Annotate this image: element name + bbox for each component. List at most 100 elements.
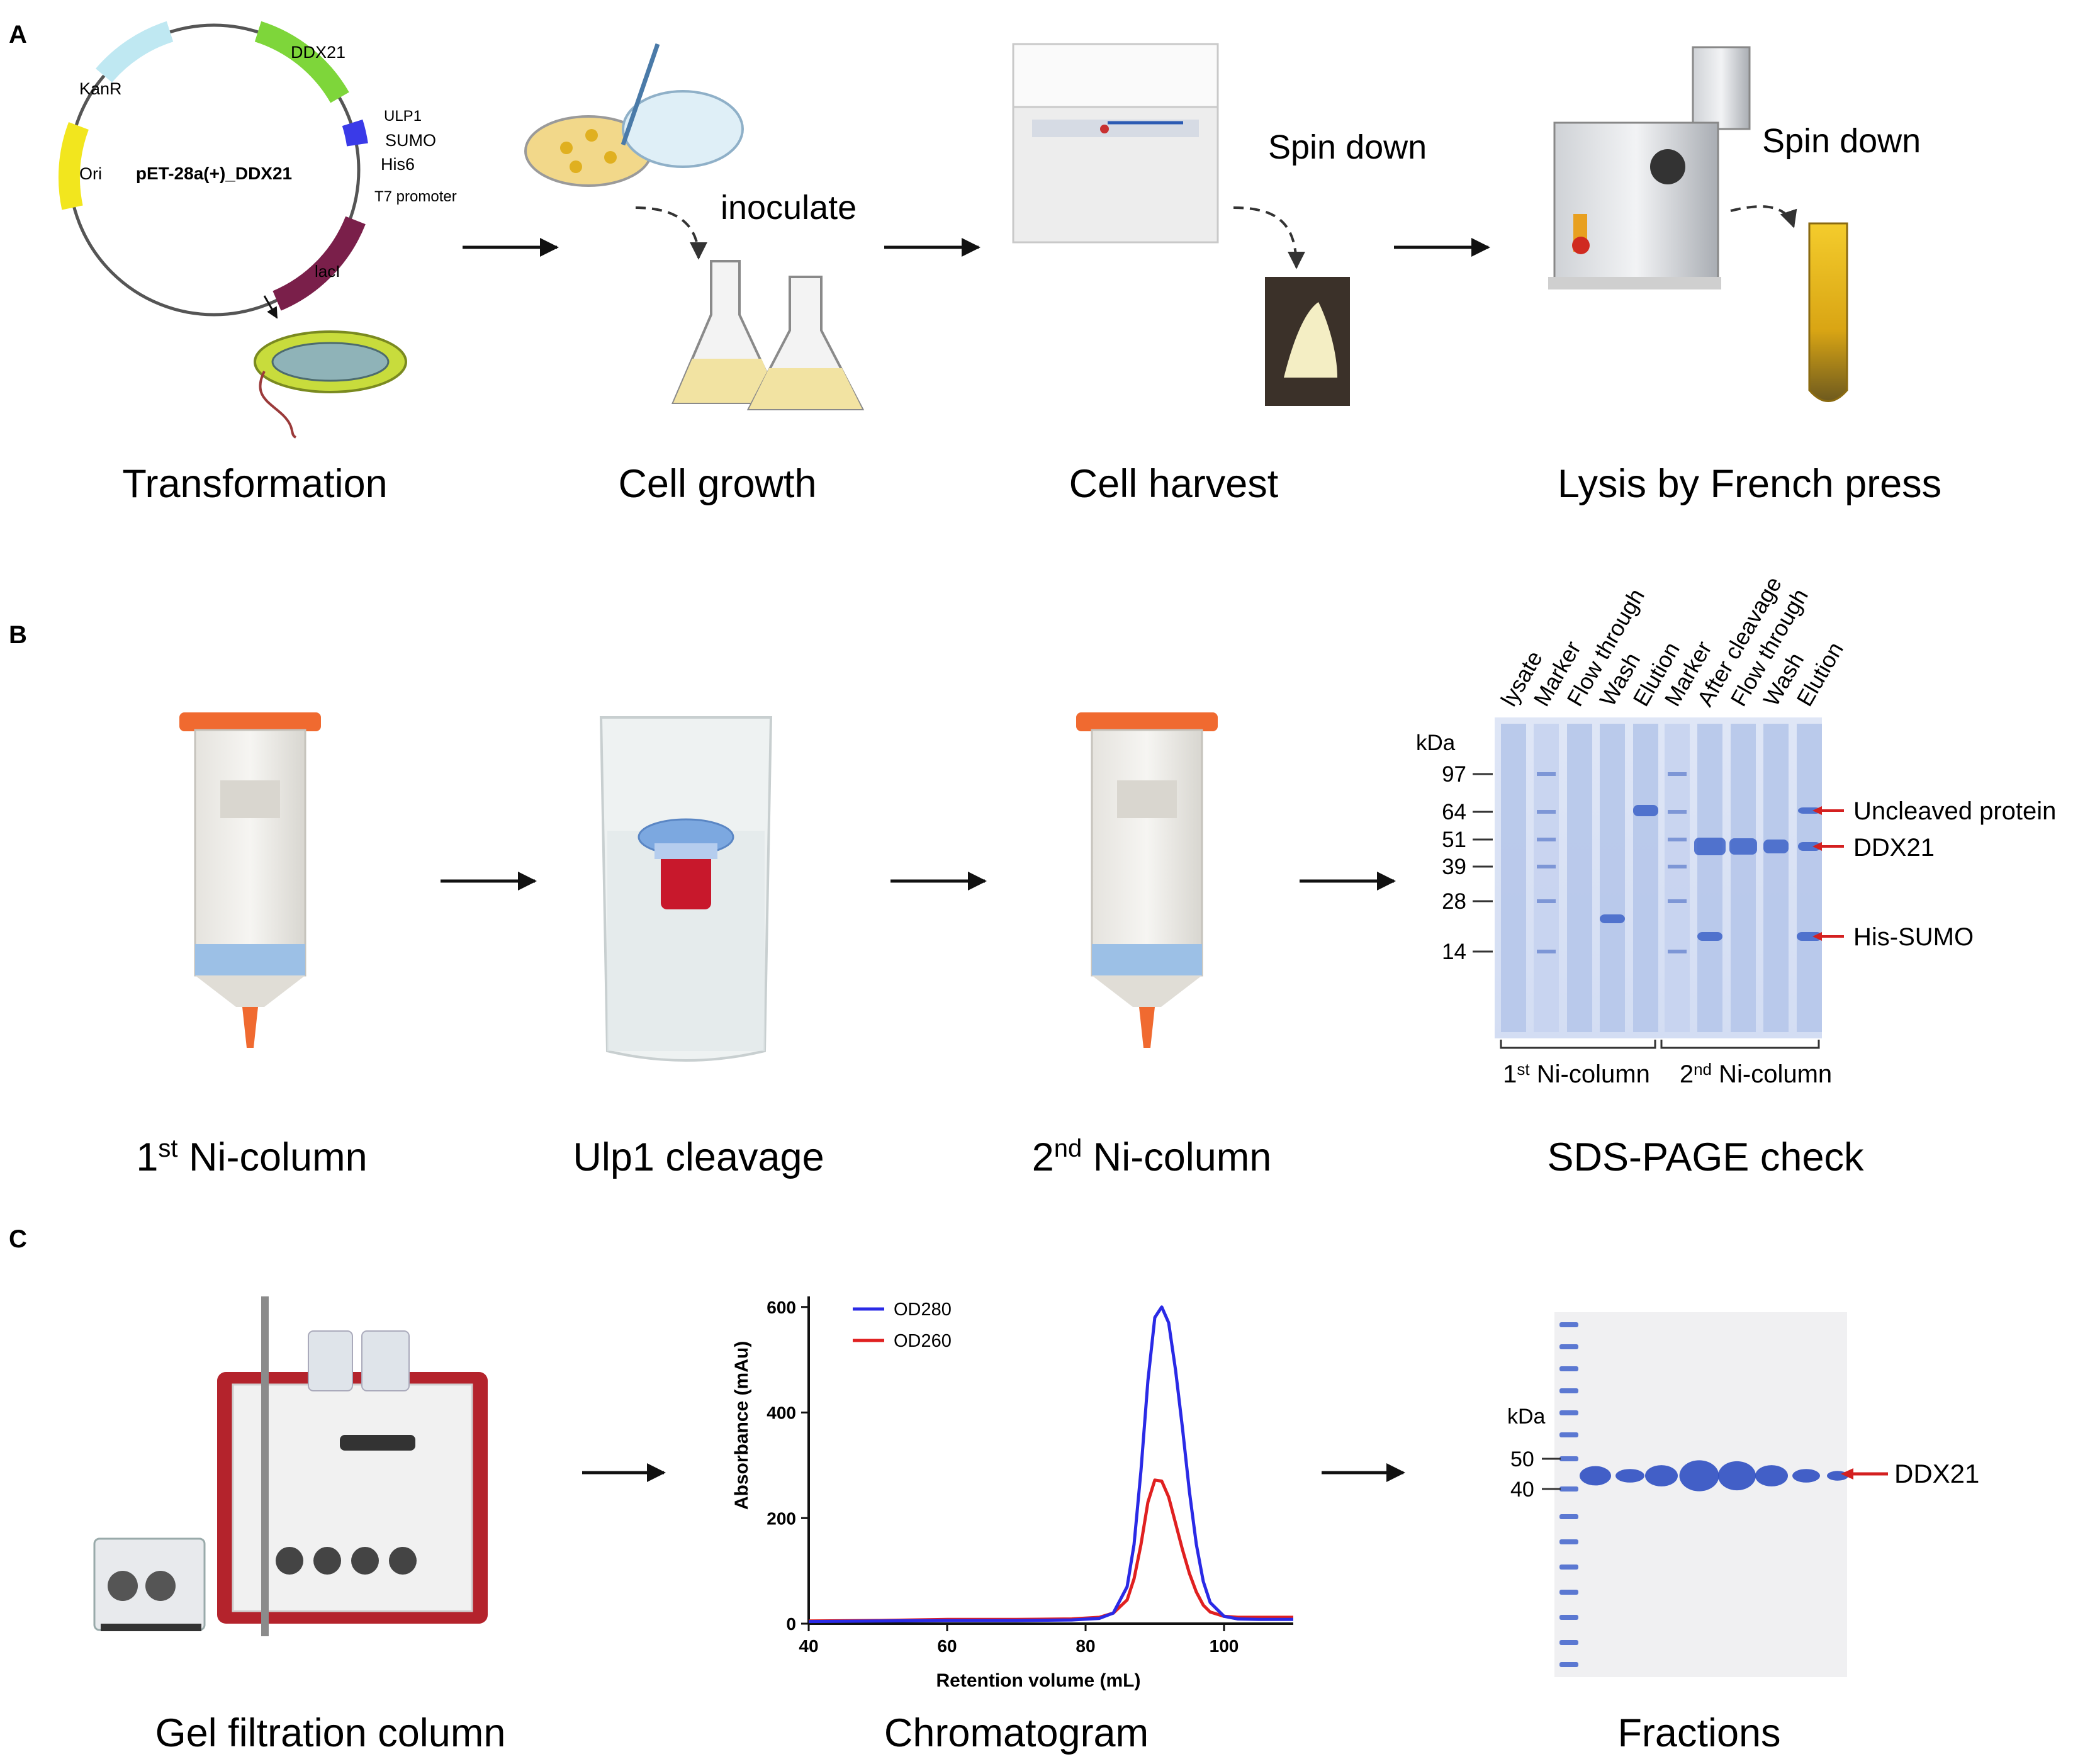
kanr-feature: [96, 21, 174, 83]
gel-lane: [1633, 724, 1658, 1032]
band-label-ddx21: DDX21: [1853, 834, 1935, 862]
gel-marker-51: 51: [1442, 828, 1466, 852]
y-tick-label: 0: [786, 1614, 796, 1634]
y-tick-label: 400: [767, 1403, 796, 1423]
gel-lane: [1697, 724, 1722, 1032]
ladder-band: [1559, 1410, 1578, 1415]
flask-icon: [671, 260, 865, 410]
fractions-ladder: [1559, 1322, 1578, 1667]
x-tick-label: 40: [799, 1636, 818, 1656]
plasmid-name: pET-28a(+)_DDX21: [136, 164, 292, 183]
ladder-band: [1668, 899, 1687, 903]
gel-lane: [1501, 724, 1526, 1032]
lacl-feature: [272, 216, 366, 311]
panel-b-letter: B: [9, 621, 27, 649]
fractions-marker-50: 50: [1510, 1447, 1534, 1471]
plasmid-label-his6: His6: [381, 155, 415, 174]
ladder-band: [1537, 838, 1556, 841]
ladder-band: [1559, 1640, 1578, 1645]
y-tick-label: 600: [767, 1298, 796, 1317]
panel-b: B: [9, 572, 2056, 1179]
gel-band: [1633, 805, 1658, 816]
gel-bands: [1501, 724, 1822, 1032]
legend-label: OD280: [894, 1300, 952, 1320]
ladder-band: [1668, 865, 1687, 868]
gel-lane: [1534, 724, 1559, 1032]
plasmid-label-sumo: SUMO: [385, 131, 436, 150]
plasmid-label-ori: Ori: [79, 164, 102, 183]
gel-lane: [1665, 724, 1690, 1032]
fraction-band: [1580, 1466, 1611, 1486]
ladder-band: [1559, 1486, 1578, 1492]
ladder-band: [1559, 1615, 1578, 1620]
panel-a: A pET-28a(+)_DDX21 DDX21 ULP1 SUMO His6 …: [9, 21, 1941, 506]
gel-lane: [1600, 724, 1625, 1032]
fractions-marker-40: 40: [1510, 1478, 1534, 1502]
gel-group-1-label: 1st Ni-column: [1503, 1060, 1650, 1088]
ladder-band: [1559, 1514, 1578, 1519]
spin-dashed-arrow-1: [1233, 206, 1305, 269]
ladder-band: [1537, 865, 1556, 868]
gel-group-brackets: 1st Ni-column 2nd Ni-column: [1500, 1040, 1832, 1088]
ladder-band: [1559, 1590, 1578, 1595]
plasmid-label-ulp1: ULP1: [384, 108, 422, 125]
ladder-band: [1559, 1456, 1578, 1461]
ddx21-feature: [254, 21, 349, 103]
fraction-band: [1718, 1461, 1756, 1491]
band-label-uncleaved: Uncleaved protein: [1853, 797, 2056, 825]
panel-a-letter: A: [9, 21, 27, 48]
step-chromatogram: Chromatogram: [884, 1711, 1149, 1755]
ladder-band: [1559, 1322, 1578, 1327]
chart-xlabel: Retention volume (mL): [936, 1670, 1140, 1691]
gel-marker-28: 28: [1442, 889, 1466, 914]
gel-band: [1798, 842, 1821, 851]
panel-c-letter: C: [9, 1225, 27, 1253]
ladder-band: [1537, 950, 1556, 953]
gel-marker-14: 14: [1442, 940, 1466, 964]
gel-unit-label: kDa: [1416, 731, 1456, 755]
y-tick-label: 200: [767, 1508, 796, 1528]
gel-band: [1798, 807, 1821, 814]
centrifuge-photo: [1012, 43, 1219, 244]
step-transformation: Transformation: [122, 462, 387, 506]
plasmid-map: pET-28a(+)_DDX21 DDX21 ULP1 SUMO His6 T7…: [58, 21, 457, 319]
plasmid-label-kanr: KanR: [79, 79, 122, 98]
inoculate-dashed-arrow: [635, 206, 707, 260]
dialysis-beaker-photo: [599, 716, 773, 1062]
ladder-band: [1668, 772, 1687, 776]
sumo-feature: [342, 119, 368, 147]
gel-band: [1697, 932, 1722, 941]
chart-ylabel: Absorbance (mAu): [731, 1341, 752, 1510]
legend-label: OD260: [894, 1331, 952, 1351]
gel-lane: [1731, 724, 1756, 1032]
ladder-band: [1559, 1662, 1578, 1667]
cell-pellet-tube: [1265, 277, 1350, 406]
step-fractions: Fractions: [1617, 1711, 1780, 1755]
ladder-band: [1559, 1565, 1578, 1570]
fplc-system-photo: [93, 1296, 488, 1636]
fractions-band-label: DDX21: [1894, 1459, 1979, 1488]
step-sds-page: SDS-PAGE check: [1548, 1135, 1864, 1179]
ni-column-1-photo: [179, 712, 321, 1048]
fractions-unit-label: kDa: [1507, 1405, 1546, 1429]
ladder-band: [1559, 1539, 1578, 1544]
ladder-band: [1537, 899, 1556, 903]
step-gel-filtration: Gel filtration column: [155, 1711, 506, 1755]
step-ni-column-1: 1st Ni-column: [136, 1135, 367, 1179]
step-lysis: Lysis by French press: [1558, 462, 1941, 506]
lysate-tube: [1808, 222, 1848, 402]
fraction-band: [1615, 1469, 1644, 1483]
plasmid-label-t7: T7 promoter: [374, 188, 457, 205]
fraction-band: [1679, 1460, 1719, 1492]
petri-dish-icon: [524, 43, 744, 187]
gel-marker-39: 39: [1442, 855, 1466, 879]
ladder-band: [1668, 810, 1687, 814]
gel-lane: [1567, 724, 1592, 1032]
